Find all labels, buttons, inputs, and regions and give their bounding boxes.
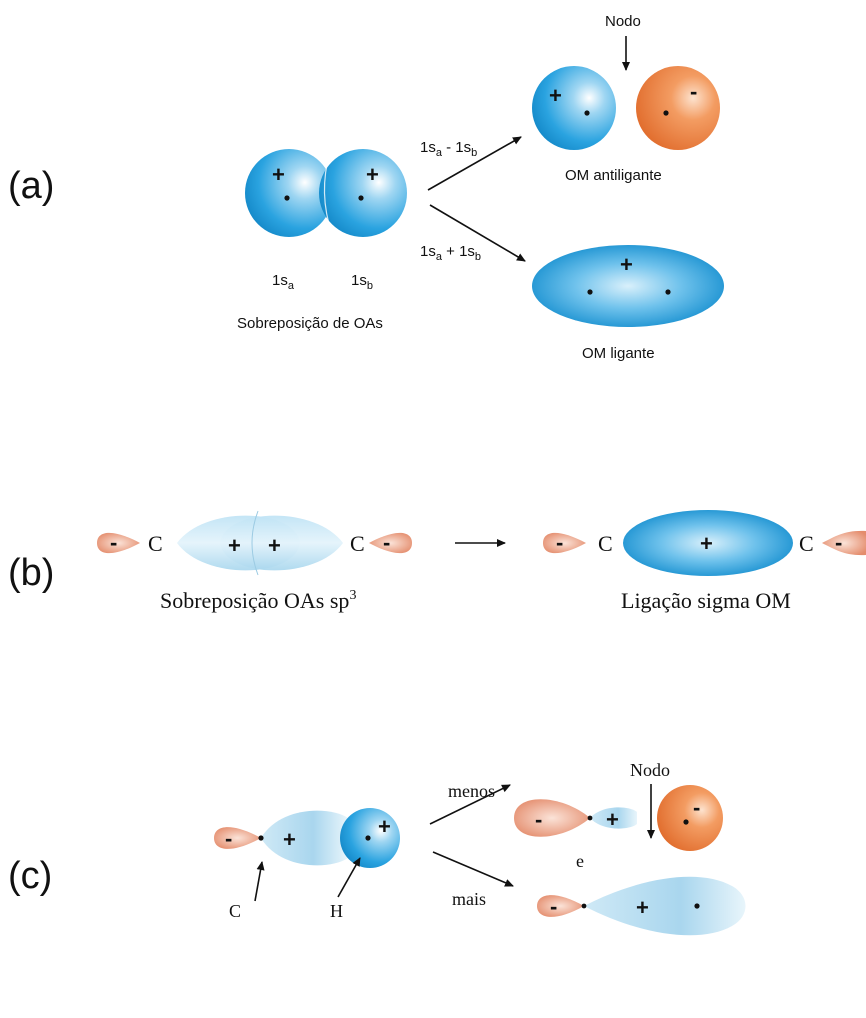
minus-word: menos [448,781,495,801]
nucleus-antibonding-c [587,815,593,821]
sp3-lobe-right [220,515,343,571]
sign-plus-h: + [378,814,391,839]
panel-a-label: (a) [8,165,54,207]
node-label-a: Nodo [605,13,641,30]
sign-minus-c-small: - [225,826,232,851]
sigma-bond-orbital [623,510,793,576]
antibonding-blue-lobe [532,66,616,150]
arrow-minus [429,784,511,825]
sign-plus-antibonding: + [549,83,562,108]
nucleus-antibonding-b [663,110,669,116]
label-plus-combination: 1sa + 1sb [420,243,481,263]
sign-plus-c-large: + [283,827,296,852]
label-1sb: 1sb [351,272,373,292]
nucleus-a [284,195,290,201]
nucleus-antibonding-a [584,110,590,116]
atom-c-left: C [148,531,163,556]
orbital-1sa [245,149,333,237]
panel-c: (c) - + + C H menos mais Nodo - + - e - [8,760,746,936]
atom-c-label: C [229,901,241,921]
overlap-seam [323,151,333,235]
nucleus-b [358,195,364,201]
sigma-atom-c-right: C [799,531,814,556]
sign-plus-b-2: + [268,533,281,558]
arrow-antibonding [427,136,522,191]
sign-plus-bonding: + [620,252,633,277]
nucleus-bonding-b [665,289,671,295]
atom-c-right: C [350,531,365,556]
sp3-small-lobe-left [97,532,140,554]
overlap-caption: Sobreposição de OAs [237,315,383,332]
sigma-caption: Ligação sigma OM [621,588,791,613]
sigma-small-lobe-left [543,532,586,554]
antibonding-caption: OM antiligante [565,167,662,184]
panel-b: (b) - C + + C - Sobreposição OAs sp3 - C… [8,510,866,613]
sign-plus-1sb: + [366,162,379,187]
panel-a: (a) + + 1sa 1sb Sobreposição de OAs 1sa … [8,13,724,362]
bonding-orbital [532,245,724,327]
panel-c-label: (c) [8,855,52,897]
bonding-ch-lobe [584,876,746,936]
sign-plus-bonding-ch: + [636,895,649,920]
nucleus-bonding-h [694,903,700,909]
sign-plus-antibonding-c: + [606,807,619,832]
antibonding-c-small-lobe [590,807,637,829]
atom-h-label: H [330,901,343,921]
nucleus-h [365,835,371,841]
sign-minus-b-right: - [383,530,390,555]
orbital-1sb [319,149,407,237]
antibonding-c-lobe [514,799,590,837]
sp3-overlap-caption: Sobreposição OAs sp3 [160,588,356,613]
plus-word: mais [452,889,486,909]
label-1sa: 1sa [272,272,295,292]
antibonding-h-orbital [657,785,723,851]
sign-minus-antibonding-c: - [535,807,542,832]
sign-minus-sigma-left: - [556,530,563,555]
arrow-atom-h [337,857,361,898]
bonding-caption: OM ligante [582,345,655,362]
nucleus-antibonding-h [683,819,689,825]
arrow-plus [432,851,514,887]
sign-minus-sigma-right: - [835,530,842,555]
sp3-small-lobe-right [369,532,412,554]
bonding-c-small-lobe [537,895,584,917]
sign-minus-b-left: - [110,530,117,555]
sign-plus-b-1: + [228,533,241,558]
arrow-bonding [429,204,526,262]
sign-minus-antibonding-h: - [693,795,700,820]
arrow-atom-c [254,861,265,902]
sigma-atom-c-left: C [598,531,613,556]
sigma-small-lobe-right [822,530,866,556]
and-word: e [576,851,584,871]
antibonding-orange-lobe [636,66,720,150]
sp3-overlap-seam [251,510,259,576]
node-label-c: Nodo [630,760,670,780]
panel-b-label: (b) [8,552,54,594]
nucleus-c [258,835,264,841]
c-small-lobe [214,827,261,849]
sign-plus-1sa: + [272,162,285,187]
label-minus-combination: 1sa - 1sb [420,139,477,159]
sign-plus-sigma: + [700,531,713,556]
sign-minus-antibonding: - [690,79,697,104]
c-large-lobe [261,810,348,866]
nucleus-bonding-c [581,903,587,909]
sign-minus-bonding-c: - [550,894,557,919]
nucleus-bonding-a [587,289,593,295]
